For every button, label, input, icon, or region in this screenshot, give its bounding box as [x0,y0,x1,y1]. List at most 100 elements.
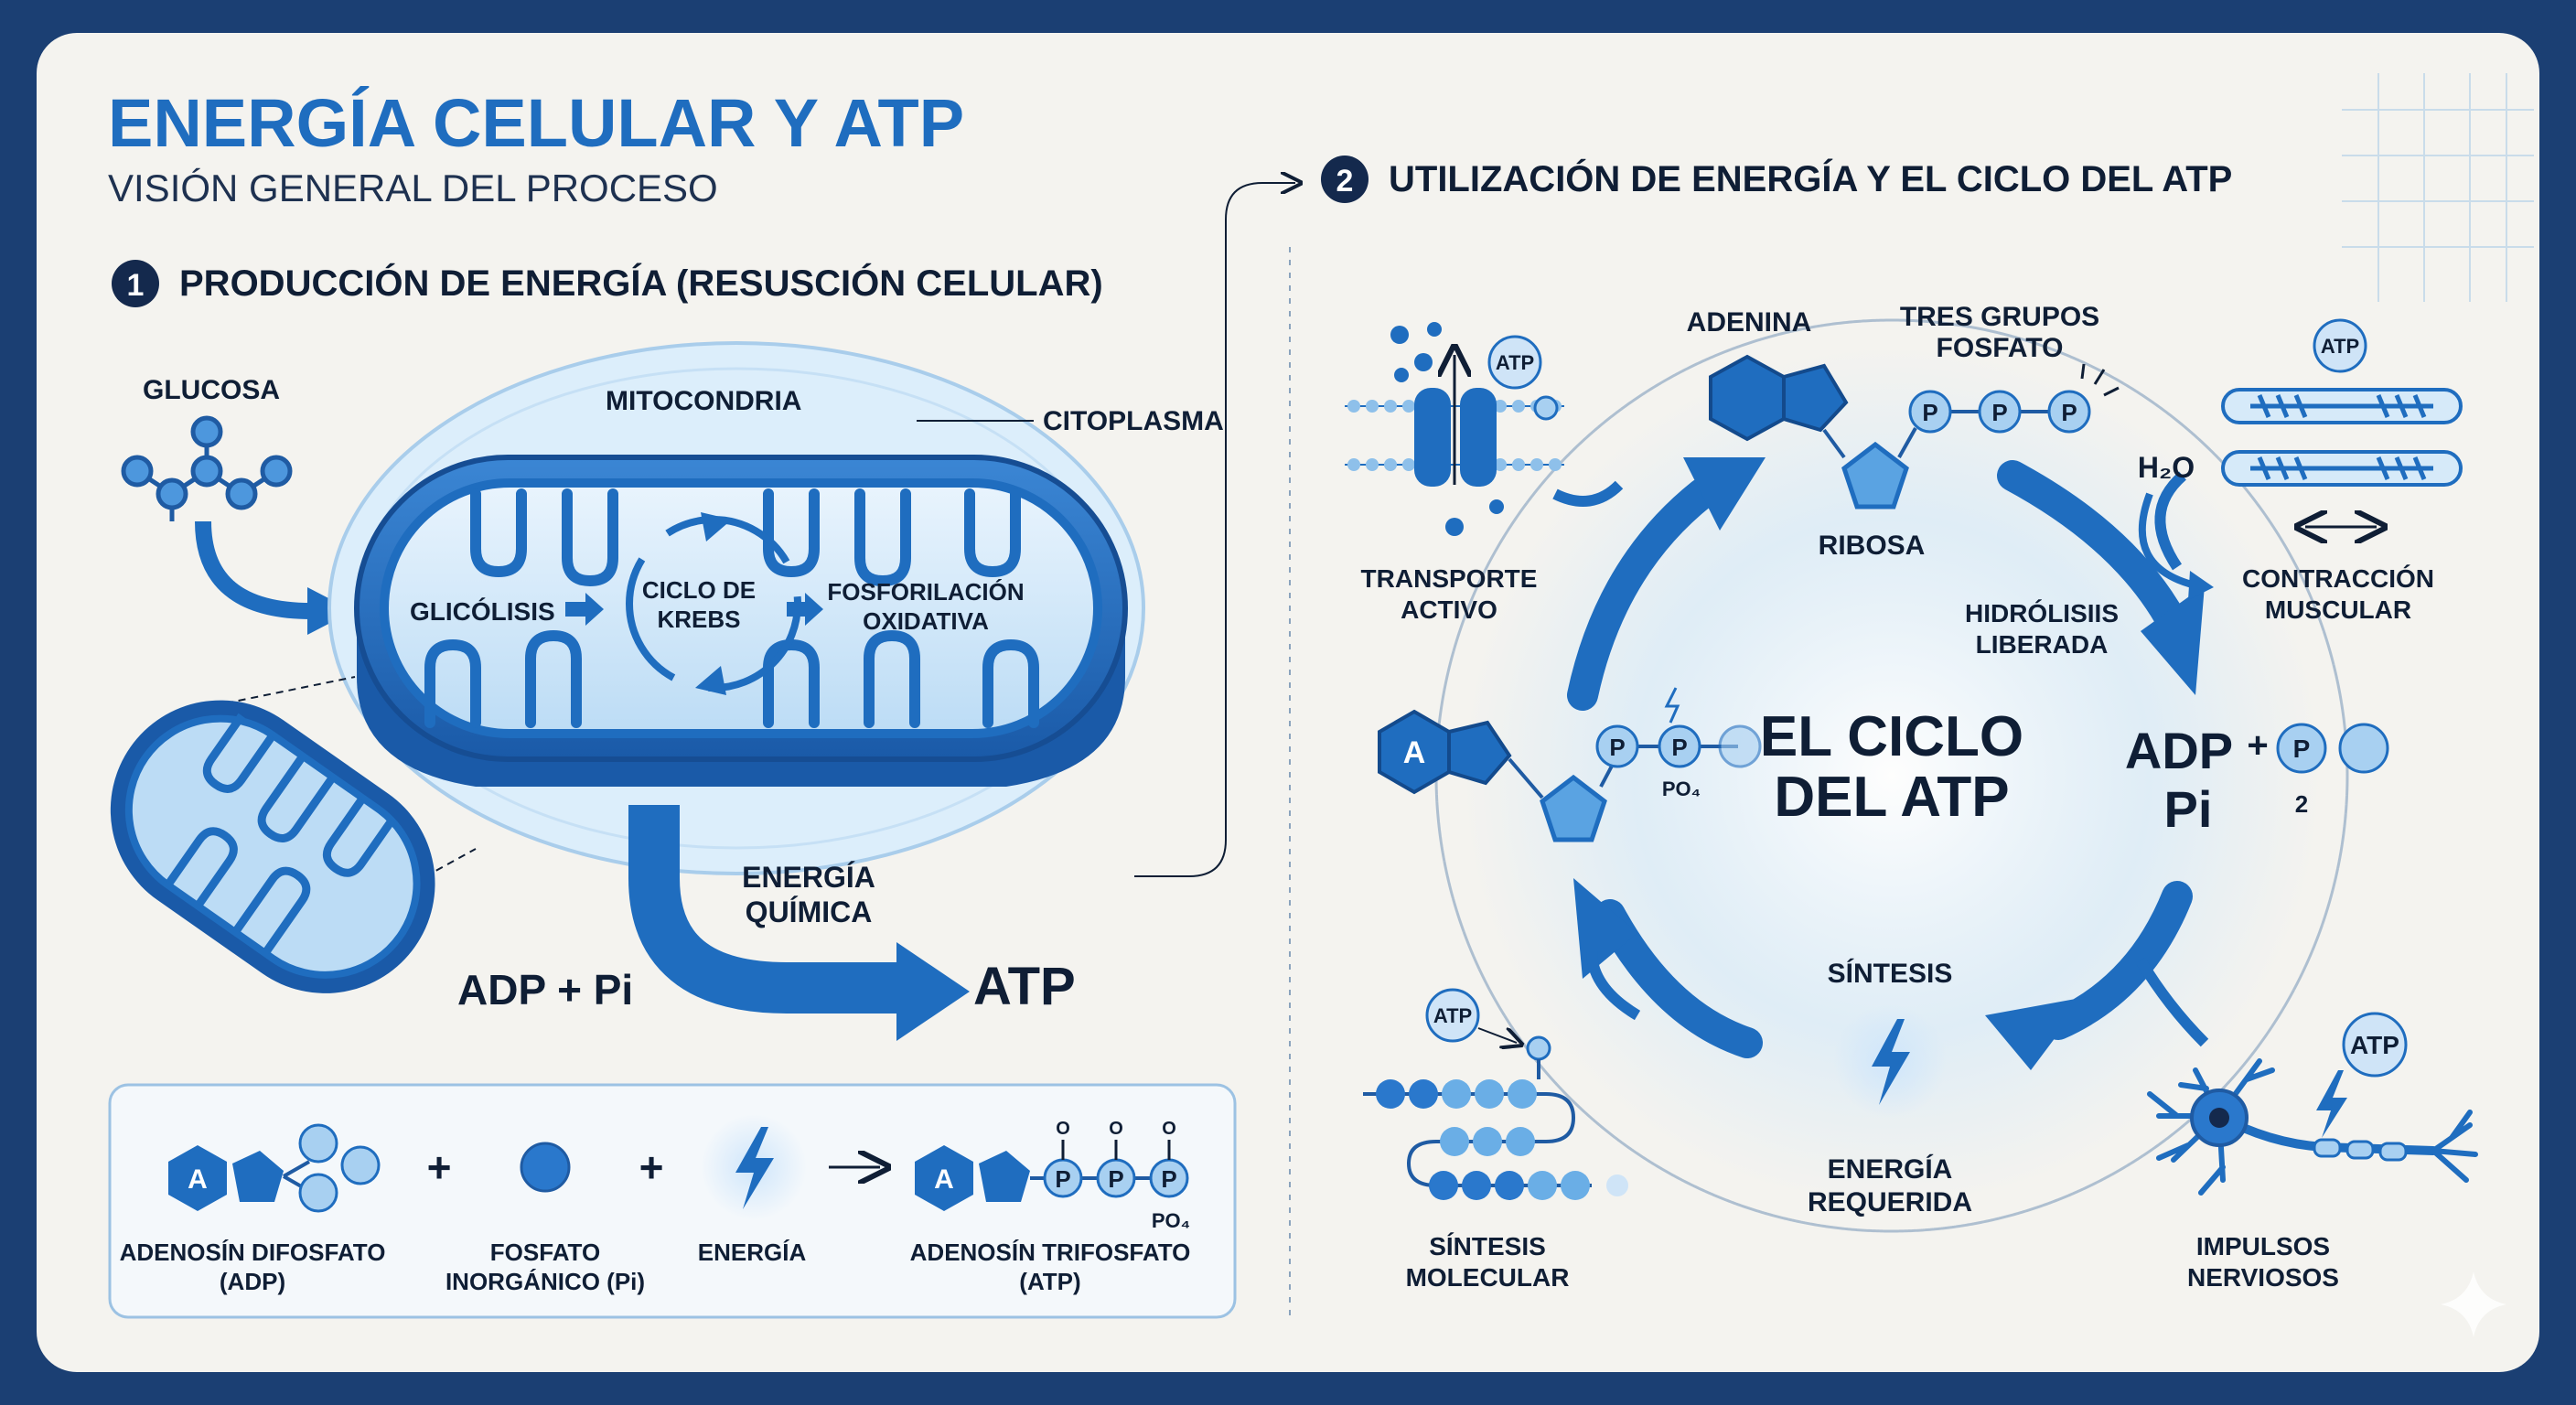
plus-2: + [639,1143,664,1191]
muscle-label-line2: MUSCULAR [2265,595,2411,624]
krebs-arrow-head-1 [701,512,732,542]
small-mitochondrion [110,700,435,993]
krebs-to-oxphos-arrow-icon [787,593,823,626]
atp-name-line1: ADENOSÍN TRIFOSFATO [910,1239,1191,1266]
glucose-label: GLUCOSA [143,375,280,405]
sparkle-icon [2441,1271,2506,1337]
atp-phosphate-1-letter: P [1055,1165,1070,1193]
myelin-sheath [2313,1138,2408,1162]
spark-lines-icon [2080,363,2120,397]
plus-1: + [427,1143,452,1191]
water-arrow [2138,492,2196,589]
cristae [424,488,1039,728]
neuron-nucleus [2209,1108,2229,1128]
hydrolysis-label-line1: HIDRÓLISIIS [1965,599,2119,627]
adp-pi-label: ADP + Pi [457,966,633,1014]
left-ribose-icon [1540,774,1607,842]
section2-number: 2 [1336,164,1354,198]
molecular-atp-badge [1425,988,1480,1043]
adenine-label: ADENINA [1687,307,1812,338]
molecular-label-line2: MOLECULAR [1406,1263,1570,1292]
adp-name-line1: ADENOSÍN DIFOSFATO [120,1239,386,1266]
subscript-two: 2 [2295,790,2308,818]
pi-cycle-label: Pi [2164,780,2213,838]
phosphate-groups-icon [1908,390,2091,434]
ribose-label: RIBOSA [1819,531,1926,561]
water-label: H₂O [2138,451,2195,484]
nerve-label-line2: NERVIOSOS [2187,1263,2339,1292]
chem-energy-label-line1: ENERGÍA [742,861,875,894]
left-adenine-letter: A [1403,735,1426,770]
left-adenine-pentagon [1447,720,1512,786]
atp-oxygen-3: O [1162,1119,1176,1139]
molecule-chain-icon [1363,1027,1628,1200]
section2-heading: UTILIZACIÓN DE ENERGÍA Y EL CICLO DEL AT… [1389,157,2232,199]
atp-name-line2: (ATP) [1019,1268,1080,1295]
cytoplasm-label: CITOPLASMA [1043,406,1224,436]
phosphate-groups-label-line2: FOSFATO [1937,333,2064,363]
molecular-atp-text: ATP [1433,1004,1472,1027]
synthesis-label: SÍNTESIS [1828,958,1953,989]
atp-molecule-icon: A [915,1140,1189,1211]
pi-name-line2: INORGÁNICO (Pi) [445,1268,645,1295]
section2-number-badge [1321,156,1368,203]
phosphate-groups-label-line1: TRES GRUPOS [1900,302,2099,332]
cycle-title-line1: EL CICLO [1760,705,2023,768]
water-arrow-head [2188,571,2214,600]
side-arrow-bottom-left [1586,950,1641,1021]
phosphate-2-letter: P [1991,399,2007,426]
glucose-arrow [195,520,312,619]
atp-oxygen-1: O [1056,1119,1070,1139]
chem-energy-label-line2: QUÍMICA [746,896,873,928]
krebs-label-line2: KREBS [657,606,740,633]
transport-atp-text: ATP [1496,351,1534,374]
section1-number-badge [112,260,159,307]
krebs-arrow-head-2 [695,666,726,695]
adp-adenine-letter: A [188,1164,208,1195]
section-connector-line [1134,183,1295,877]
cycle-title-line2: DEL ATP [1774,766,2009,829]
adenine-ring-icon [1709,354,1849,442]
section1-number: 1 [127,268,145,303]
transport-label-line1: TRANSPORTE [1361,564,1538,593]
ribose-pentagon-icon [1841,441,1909,509]
section1-heading: PRODUCCIÓN DE ENERGÍA (RESUSCIÓN CELULAR… [179,262,1103,304]
atp-oxygen-2: O [1109,1119,1123,1139]
inorganic-phosphate-icon [520,1142,571,1193]
left-phosphate-1-letter: P [1609,734,1625,761]
ribose-phosphate-bond [1897,427,1917,458]
muscle-atp-text: ATP [2321,335,2359,358]
atp-phosphate-2-letter: P [1108,1165,1123,1193]
adp-plus: + [2247,725,2268,766]
nerve-lightning-icon [2316,1070,2347,1138]
nerve-atp-badge [2342,1012,2408,1078]
phosphate-3-letter: P [2061,399,2077,426]
energy-name: ENERGÍA [698,1239,807,1266]
nerve-label-line1: IMPULSOS [2196,1232,2330,1260]
membrane-transport-icon [1345,322,1564,536]
glycolysis-arrow-icon [565,593,604,626]
page-subtitle: VISIÓN GENERAL DEL PROCESO [108,166,718,209]
phosphate-1-letter: P [1922,399,1937,426]
adp-molecule-icon: A [168,1123,381,1213]
oxphos-label-line2: OXIDATIVA [863,607,989,635]
atp-po4-label: PO₄ [1152,1209,1190,1232]
left-phosphate-3 [1718,724,1762,768]
transport-atp-badge [1487,335,1542,390]
transport-label-line2: ACTIVO [1401,595,1497,624]
left-phosphate-2-letter: P [1671,734,1687,761]
decorative-grid [2342,73,2534,302]
energy-lightning-icon [735,1127,774,1209]
adp-name-line2: (ADP) [220,1268,285,1295]
molecular-label-line1: SÍNTESIS [1429,1232,1546,1260]
adenine-ribose-bond [1822,428,1846,459]
energy-required-line2: REQUERIDA [1808,1187,1972,1217]
page-title: ENERGÍA CELULAR Y ATP [108,85,964,161]
side-arrow-right [2154,471,2187,571]
released-phosphate-letter: P [2293,735,2311,763]
glucose-molecule-icon [121,415,293,521]
equation-box [108,1083,1237,1319]
atp-phosphate-3-letter: P [1161,1165,1176,1193]
hydrolysis-label-line2: LIBERADA [1976,630,2109,659]
